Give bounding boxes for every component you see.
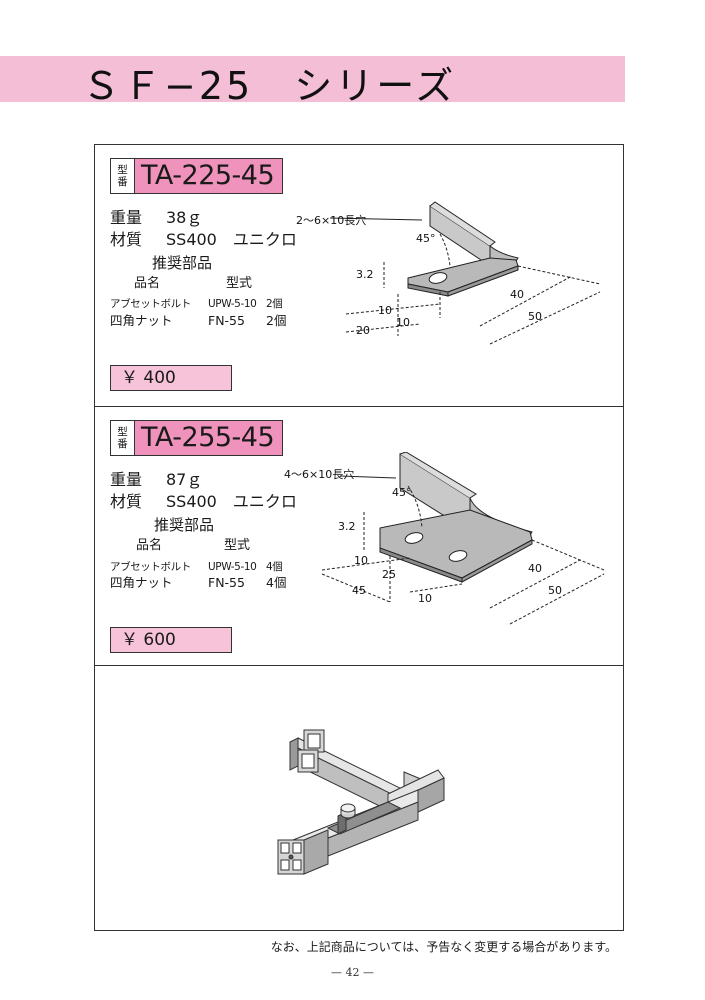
title-band: [0, 56, 625, 102]
model-number: TA-225-45: [135, 159, 283, 193]
dim-label: 25: [382, 568, 396, 581]
angle-label: 45°: [392, 486, 412, 499]
product-frame: [94, 144, 624, 931]
dim-label: 50: [548, 584, 562, 597]
angle-label: 45°: [416, 232, 436, 245]
hole-note: 2〜6×10長穴: [296, 213, 366, 227]
dim-label: 10: [396, 316, 410, 329]
dim-label: 40: [528, 562, 542, 575]
assembly-illustration-icon: [277, 729, 445, 875]
model-box-2: 型番 TA-255-45: [110, 420, 284, 456]
dim-label: 50: [528, 310, 542, 323]
section-divider-2: [94, 665, 624, 666]
col-header-name: 品名: [136, 538, 163, 553]
page-number: — 42 —: [331, 966, 374, 979]
col-header-type: 型式: [224, 538, 251, 553]
model-number: TA-255-45: [135, 421, 283, 455]
dim-label: 40: [510, 288, 524, 301]
hole-note: 4〜6×10長穴: [284, 467, 354, 481]
model-box-1: 型番 TA-225-45: [110, 158, 284, 194]
thickness-label: 3.2: [338, 520, 356, 533]
bracket-drawing-1-icon: 2〜6×10長穴 45° 3.2 10 20 10 40 50: [296, 201, 601, 345]
dim-label: 45: [352, 584, 366, 597]
recommended-parts-title: 推奨部品: [152, 254, 213, 272]
model-kata-label: 型番: [111, 421, 135, 455]
dim-label: 10: [378, 304, 392, 317]
dim-label: 20: [356, 324, 370, 337]
price-box: ￥ 600: [110, 627, 232, 653]
dim-label: 10: [418, 592, 432, 605]
recommended-parts-title: 推奨部品: [154, 516, 215, 534]
footer-note: なお、上記商品については、予告なく変更する場合があります。: [270, 940, 617, 954]
section-divider-1: [94, 406, 624, 407]
page-title: ＳＦ−25 シリーズ: [82, 64, 457, 108]
dim-label: 10: [354, 554, 368, 567]
col-header-name: 品名: [134, 276, 161, 291]
thickness-label: 3.2: [356, 268, 374, 281]
col-header-type: 型式: [226, 276, 253, 291]
bracket-drawing-2-icon: 4〜6×10長穴 45° 3.2 10 25 45 10 40 50: [284, 452, 605, 625]
model-kata-label: 型番: [111, 159, 135, 193]
price-box: ￥ 400: [110, 365, 232, 391]
